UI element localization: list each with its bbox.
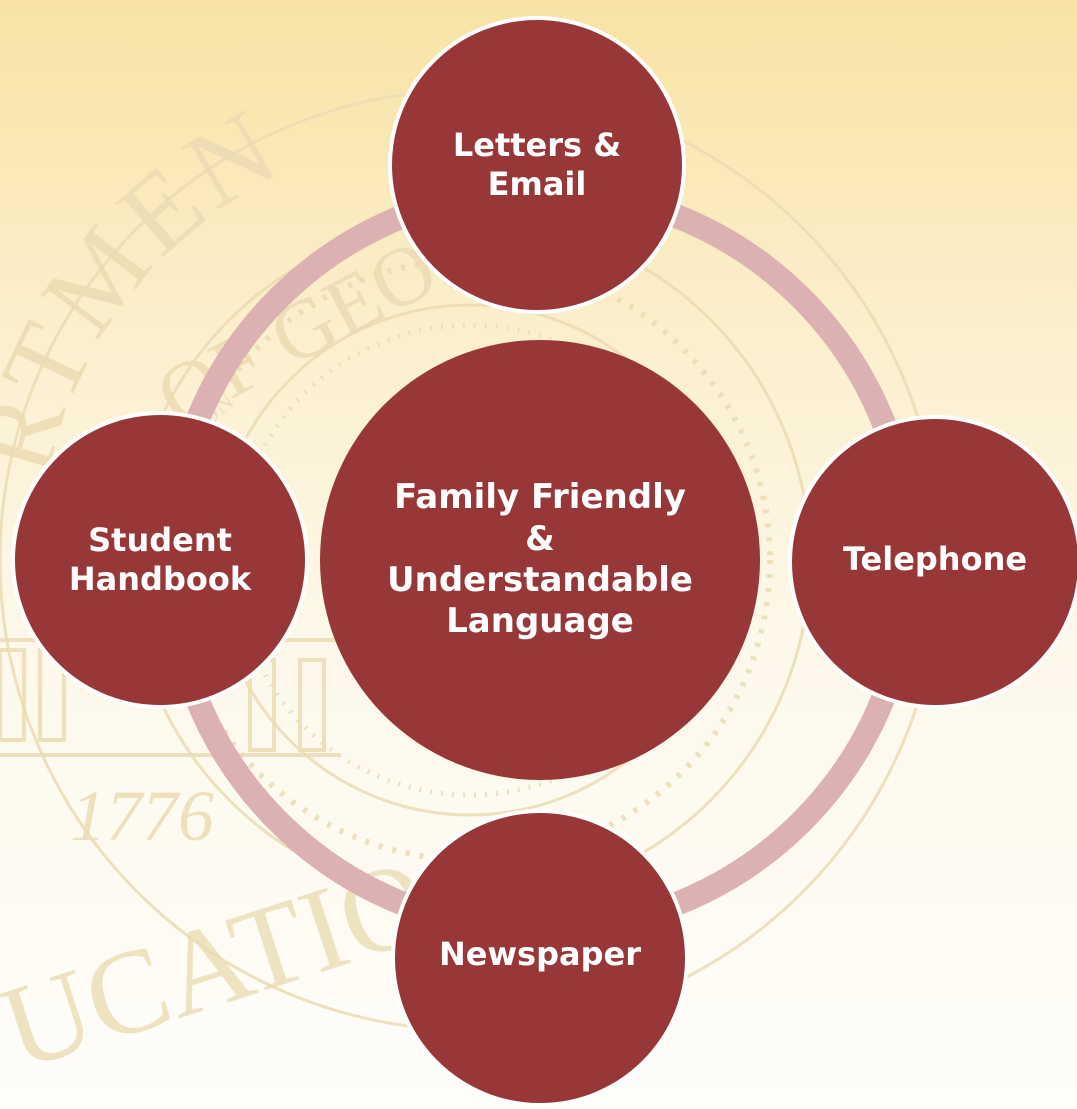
center-label-line-1: Family Friendly xyxy=(394,477,686,518)
center-label-line-3: Understandable xyxy=(387,560,693,600)
node-circle-student-handbook xyxy=(11,411,309,709)
letters-email-line-2: Email xyxy=(487,165,587,203)
telephone-line-1: Telephone xyxy=(842,540,1028,579)
student-handbook-line-2: Handbook xyxy=(68,560,252,598)
center-label-line-4: Language xyxy=(446,601,634,642)
node-label-letters-email: Letters & Email xyxy=(417,95,657,235)
node-circle-newspaper xyxy=(391,809,689,1107)
node-circle-letters-email xyxy=(388,16,686,314)
center-circle xyxy=(320,340,760,780)
seal-text-year: 1776 xyxy=(70,776,214,856)
node-circle-telephone xyxy=(788,415,1077,709)
student-handbook-line-1: Student xyxy=(88,520,232,559)
newspaper-line-1: Newspaper xyxy=(439,935,641,974)
center-label-line-2: & xyxy=(525,518,555,559)
node-label-student-handbook: Student Handbook xyxy=(40,490,280,630)
node-label-telephone: Telephone xyxy=(815,510,1055,610)
center-label: Family Friendly & Understandable Languag… xyxy=(340,440,740,680)
node-label-newspaper: Newspaper xyxy=(420,905,660,1005)
letters-email-line-1: Letters & xyxy=(452,125,622,164)
